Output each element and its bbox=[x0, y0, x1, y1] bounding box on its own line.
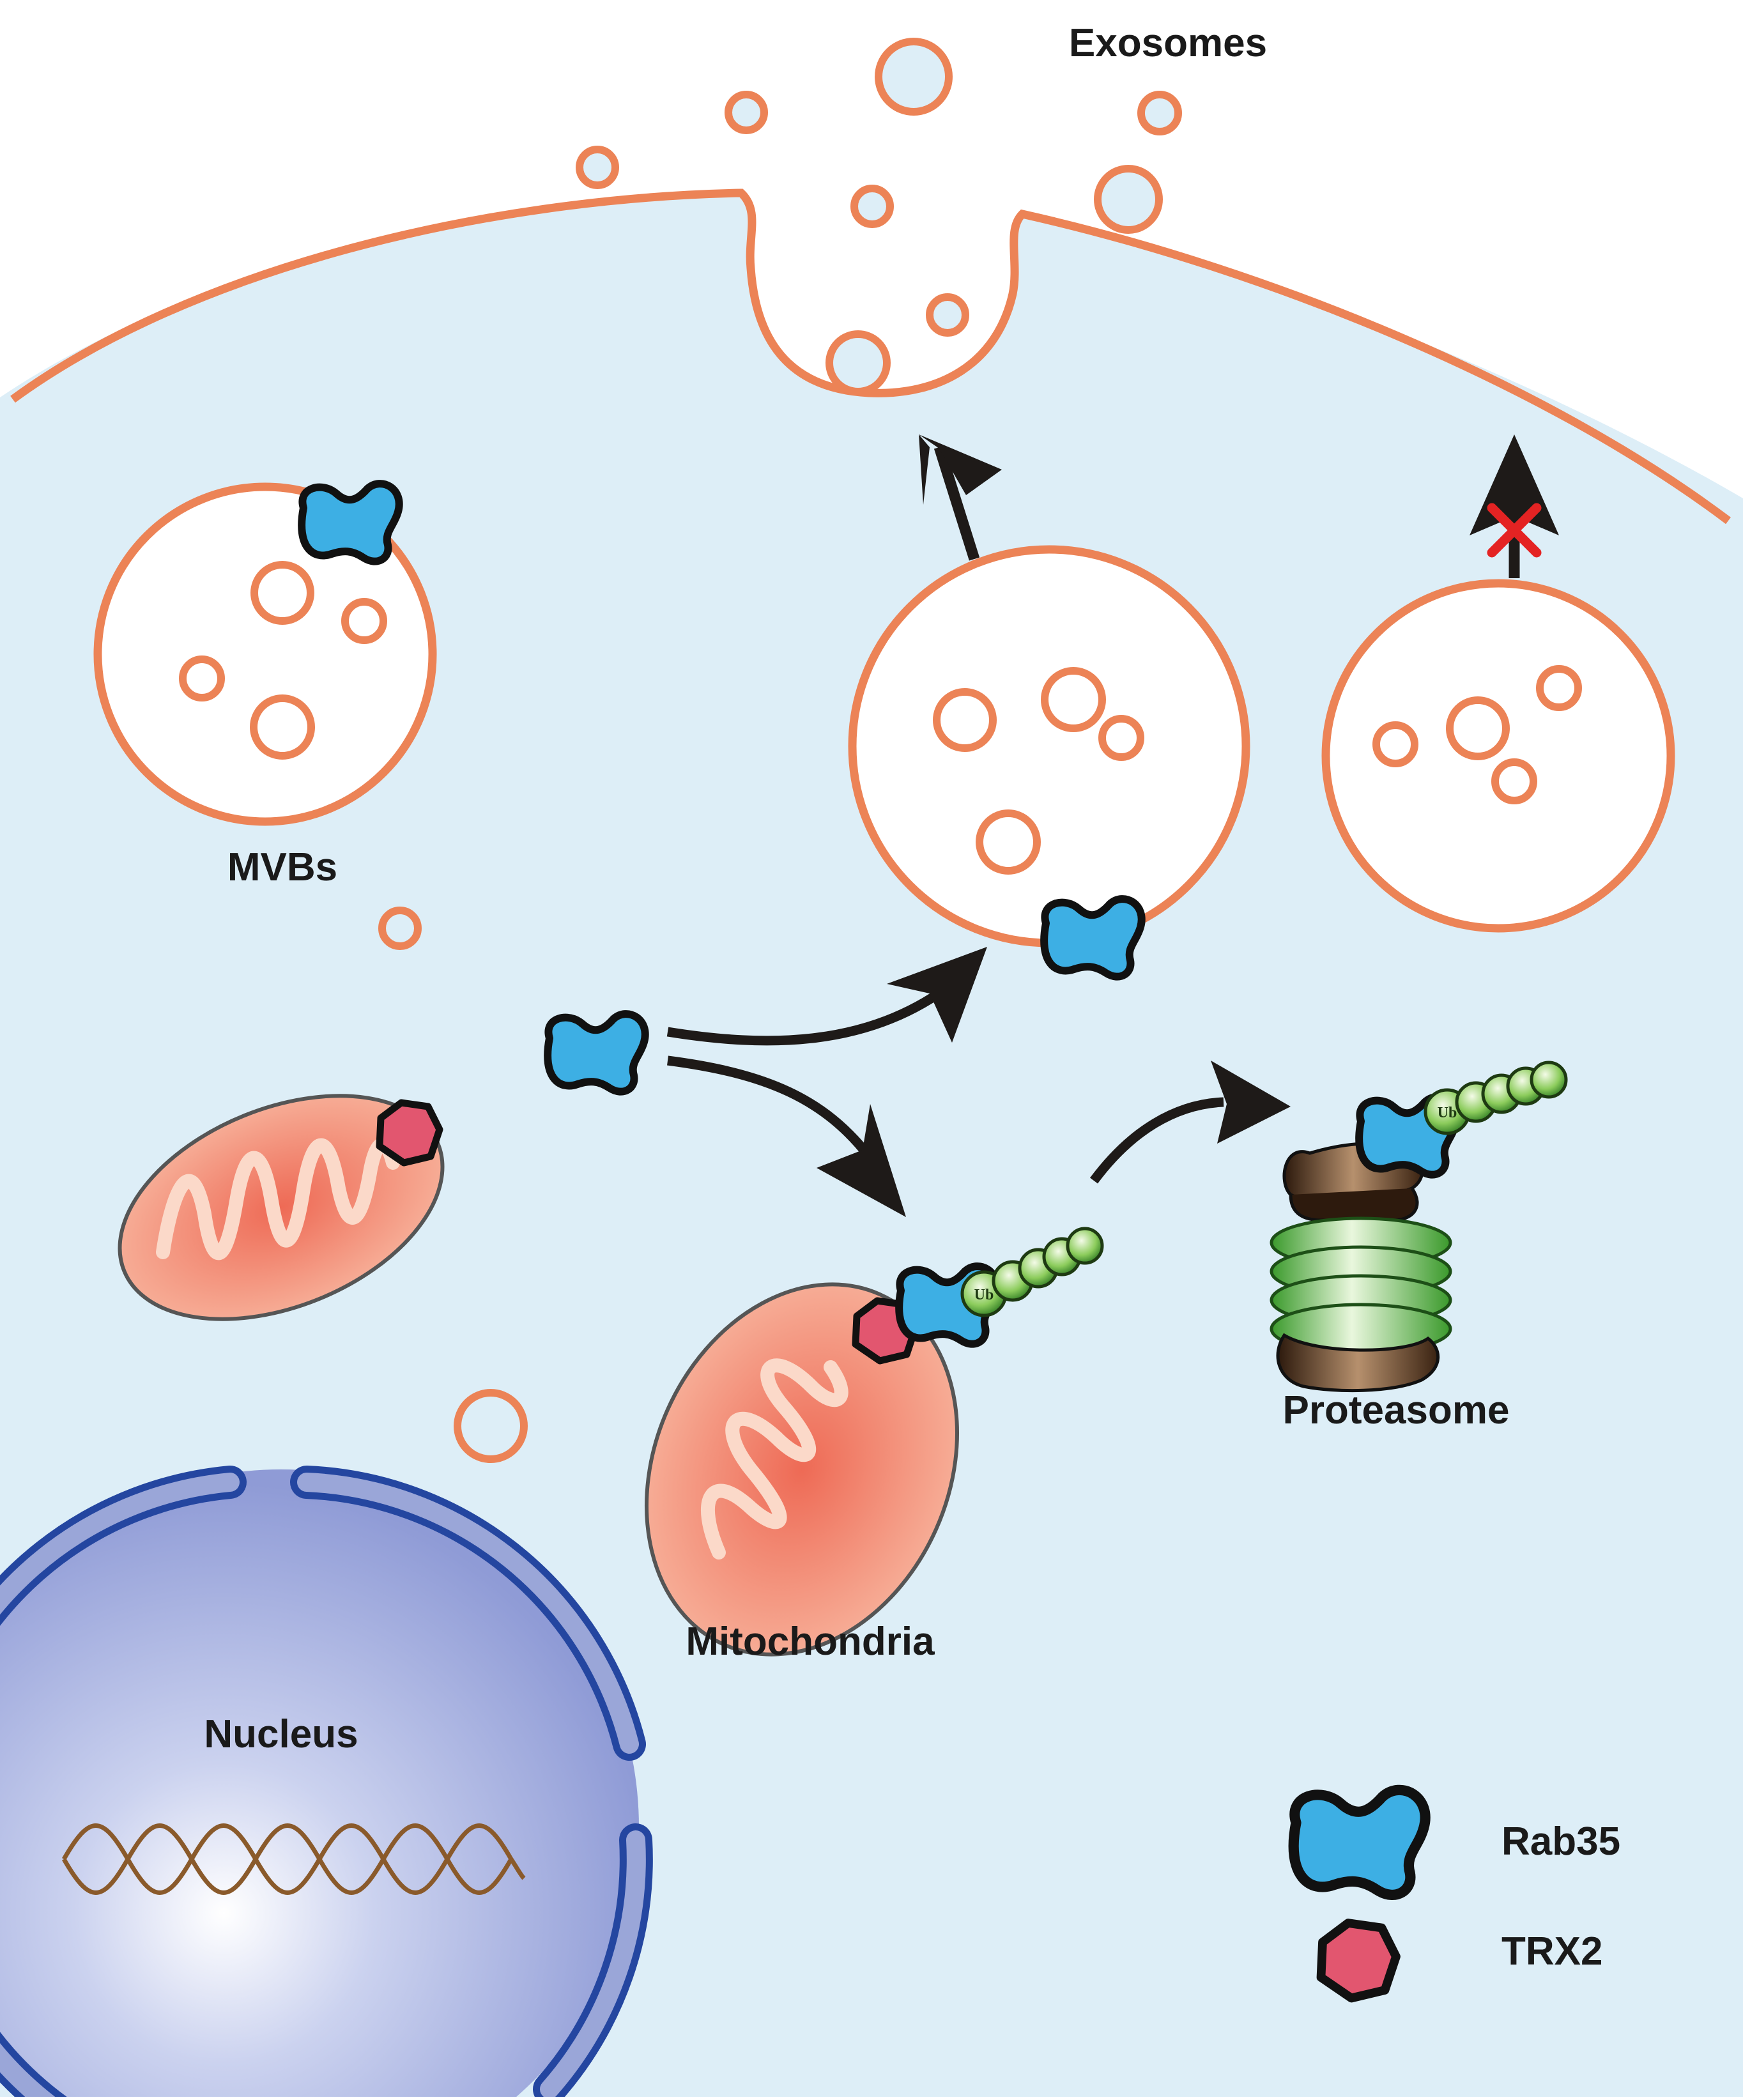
arrow-secretion bbox=[919, 434, 1002, 561]
mitochondrion-right: Ub bbox=[645, 1227, 1104, 1657]
arrow-to-mvb bbox=[666, 980, 955, 1046]
mvb-docking bbox=[848, 545, 1250, 977]
legend-rab35-label: Rab35 bbox=[1501, 1820, 1620, 1864]
dna-helix bbox=[61, 1823, 526, 1895]
cytoplasmic-vesicles bbox=[378, 907, 528, 1463]
ub-tag-1: Ub bbox=[974, 1287, 994, 1303]
arrow-to-mitochondria bbox=[667, 1055, 873, 1160]
trx2-on-mitochondrion bbox=[380, 1103, 440, 1163]
exosome-vesicles bbox=[576, 38, 1182, 395]
arrow-to-proteasome bbox=[1089, 1097, 1224, 1184]
ubiquitin-chain-1 bbox=[960, 1227, 1104, 1317]
block-cross-icon bbox=[1487, 503, 1542, 558]
mitochondrion-left bbox=[118, 1094, 445, 1321]
mvb-left bbox=[93, 484, 437, 826]
label-nucleus: Nucleus bbox=[204, 1712, 358, 1756]
label-proteasome: Proteasome bbox=[1283, 1388, 1510, 1432]
label-exosomes: Exosomes bbox=[1069, 21, 1267, 65]
arrow-secretion-blocked bbox=[1470, 434, 1559, 578]
legend-trx2-label: TRX2 bbox=[1501, 1929, 1602, 1974]
legend-trx2-icon bbox=[1321, 1923, 1397, 1998]
ubiquitin-chain-2 bbox=[1424, 1061, 1568, 1135]
legend: Rab35 TRX2 bbox=[1294, 1790, 1620, 1998]
mvb-blocked bbox=[1321, 579, 1675, 933]
nucleus bbox=[0, 1466, 653, 2100]
ub-tag-2: Ub bbox=[1438, 1105, 1457, 1121]
proteasome: Ub bbox=[1270, 1061, 1568, 1393]
label-mitochondria: Mitochondria bbox=[686, 1620, 935, 1664]
label-mvbs: MVBs bbox=[227, 845, 337, 889]
